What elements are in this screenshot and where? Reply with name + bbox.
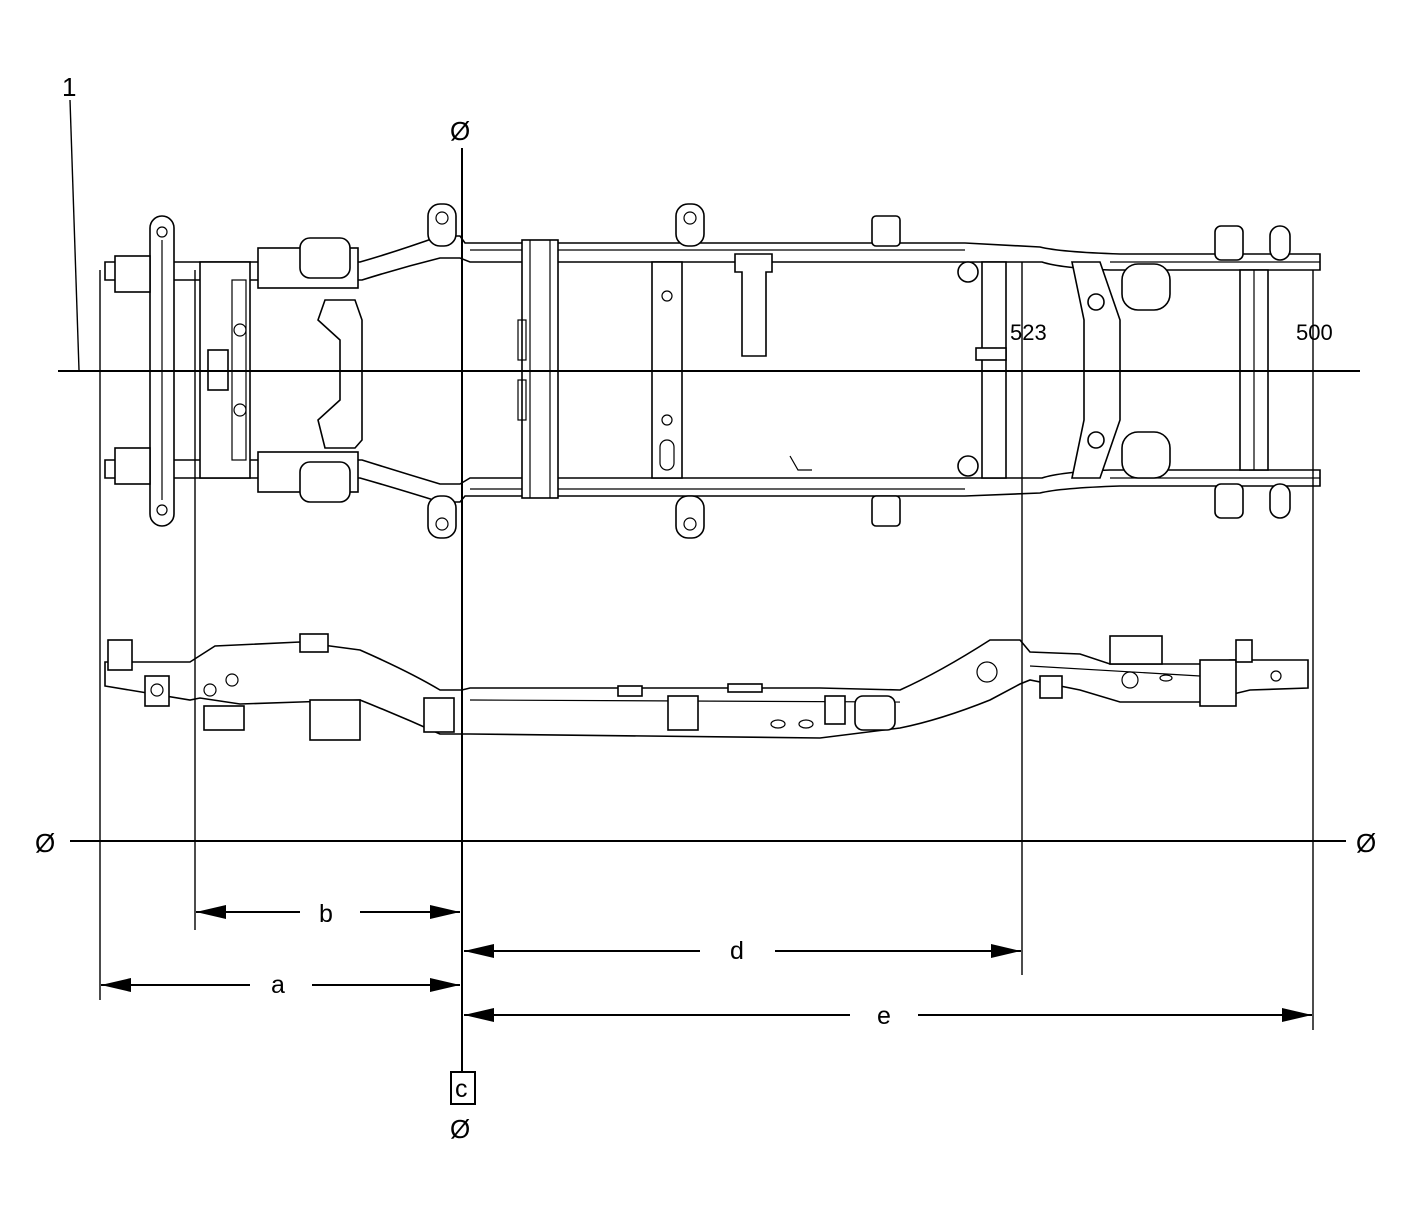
body-mount-brackets bbox=[427, 203, 1291, 539]
dimension-d-label: d bbox=[730, 937, 744, 965]
center-crossmember bbox=[651, 253, 773, 479]
frame-label-523: 523 bbox=[1010, 320, 1047, 345]
labels: 1 Ø Ø Ø Ø 523 500 b d a e c bbox=[35, 72, 1376, 1144]
frame-side-view bbox=[104, 633, 1309, 741]
frame-label-500: 500 bbox=[1296, 320, 1333, 345]
dimension-e-label: e bbox=[877, 1002, 891, 1030]
transmission-crossmember bbox=[517, 239, 559, 499]
datum-symbol-left: Ø bbox=[35, 828, 55, 858]
dimension-b-label: b bbox=[319, 900, 333, 928]
callout-1-leader bbox=[69, 99, 80, 371]
dimension-a-label: a bbox=[271, 971, 285, 999]
datum-c-box bbox=[450, 1071, 476, 1105]
datum-symbol-right: Ø bbox=[1356, 828, 1376, 858]
datum-lines bbox=[58, 99, 1360, 1072]
datum-c-label: c bbox=[455, 1075, 468, 1103]
datum-symbol-top: Ø bbox=[450, 116, 470, 146]
datum-symbol-bottom: Ø bbox=[450, 1114, 470, 1144]
dimension-arrows bbox=[101, 905, 1312, 1022]
callout-1-label: 1 bbox=[62, 72, 76, 102]
